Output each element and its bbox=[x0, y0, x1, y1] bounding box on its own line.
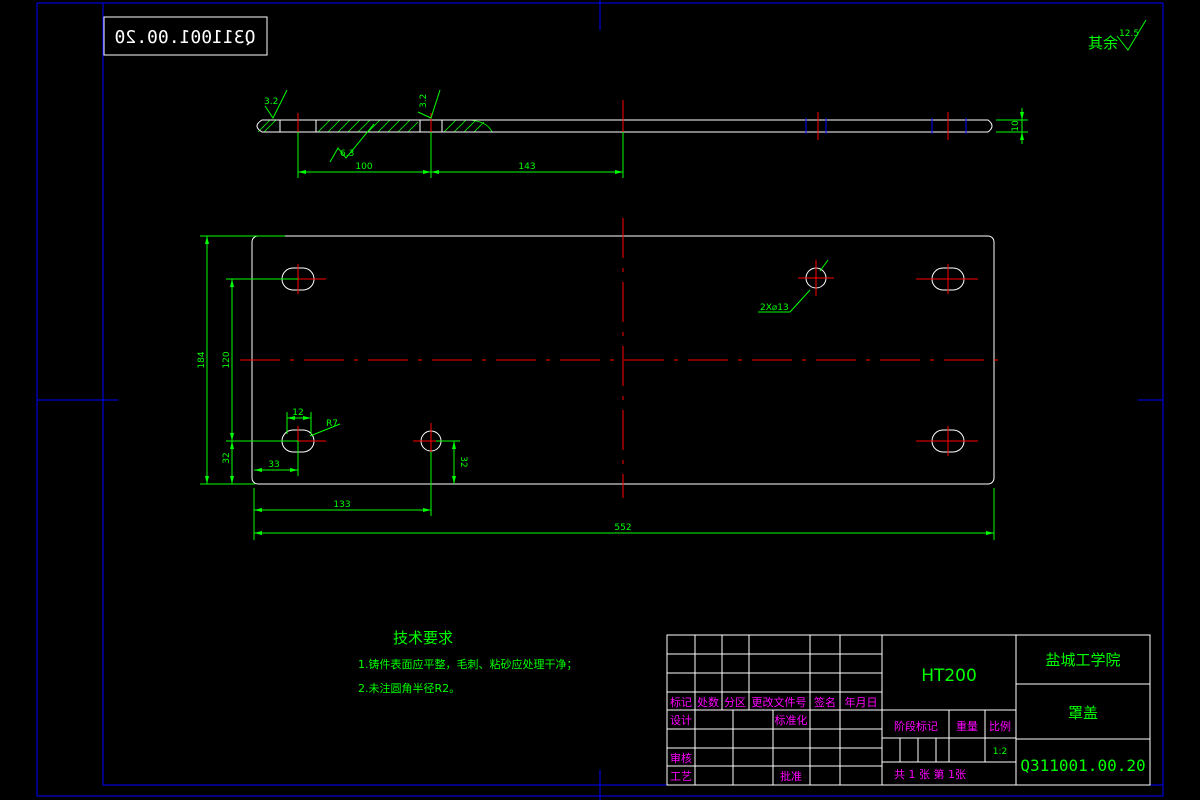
tb-standardization: 标准化 bbox=[775, 713, 808, 727]
tb-review: 审核 bbox=[670, 751, 692, 765]
plan-view-dimensions bbox=[200, 235, 995, 540]
roughness-bottom-label: 6.3 bbox=[340, 149, 354, 159]
dim-184: 184 bbox=[197, 351, 207, 368]
dim-r7: R7 bbox=[326, 419, 338, 429]
tb-header-mark: 标记 bbox=[670, 695, 692, 709]
dim-12: 12 bbox=[292, 408, 303, 418]
tb-process: 工艺 bbox=[670, 770, 692, 783]
plan-view: 184 120 32 33 12 R7 133 32 552 2X⌀13 bbox=[197, 218, 1006, 540]
tech-requirement-1: 1.铸件表面应平整，毛刺、粘砂应处理干净； bbox=[358, 657, 578, 671]
tb-weight: 重量 bbox=[956, 719, 978, 733]
side-view-hidden-holes bbox=[805, 118, 967, 134]
tb-material: HT200 bbox=[921, 666, 977, 686]
roughness-left-label: 3.2 bbox=[264, 97, 278, 107]
side-view-outline bbox=[256, 119, 993, 133]
tb-scale: 比例 bbox=[989, 719, 1011, 733]
side-view-dimensions bbox=[297, 108, 1028, 178]
dim-thickness: 10 bbox=[1011, 120, 1021, 132]
tech-requirement-2: 2.未注圆角半径R2。 bbox=[358, 681, 460, 695]
frame-center-marks bbox=[37, 0, 1163, 800]
drawing-number-box bbox=[103, 16, 268, 56]
dim-32-left: 32 bbox=[222, 452, 232, 463]
tb-header-signature: 签名 bbox=[814, 695, 836, 709]
tb-header-date: 年月日 bbox=[845, 695, 878, 709]
surface-finish-label: 其余 bbox=[1088, 34, 1118, 52]
dim-133: 133 bbox=[333, 500, 350, 510]
dim-32-right: 32 bbox=[458, 456, 468, 467]
title-block bbox=[666, 634, 1151, 786]
roughness-symbol-bottom bbox=[329, 123, 375, 163]
tb-stage-mark: 阶段标记 bbox=[894, 719, 938, 733]
roughness-symbol-mid bbox=[417, 89, 441, 119]
dim-33: 33 bbox=[268, 460, 279, 470]
drawing-number-mirrored: Q311001.00.20 bbox=[115, 27, 256, 48]
tb-approve: 批准 bbox=[780, 769, 802, 783]
tb-header-change-doc: 更改文件号 bbox=[752, 695, 807, 709]
tb-header-count: 处数 bbox=[697, 696, 719, 709]
dim-143: 143 bbox=[518, 162, 535, 172]
section-hatch bbox=[257, 119, 493, 133]
tb-part-name: 罩盖 bbox=[1068, 704, 1098, 722]
inner-border bbox=[102, 2, 1164, 786]
tb-school: 盐城工学院 bbox=[1045, 651, 1120, 669]
plan-view-centerlines bbox=[240, 218, 1006, 498]
surface-finish-symbol bbox=[1116, 19, 1147, 51]
dim-120: 120 bbox=[222, 351, 232, 368]
tb-sheets: 共 1 张 第 1张 bbox=[894, 767, 966, 781]
roughness-symbol-left bbox=[264, 89, 288, 119]
dim-552: 552 bbox=[614, 523, 631, 533]
hole-callout: 2X⌀13 bbox=[760, 303, 789, 313]
tb-design: 设计 bbox=[670, 714, 692, 727]
tb-scale-value: 1:2 bbox=[993, 747, 1007, 757]
tech-requirements-title: 技术要求 bbox=[393, 629, 453, 647]
side-view: 3.2 3.2 6.3 100 bbox=[256, 89, 1028, 178]
tb-drawing-number: Q311001.00.20 bbox=[1020, 756, 1145, 775]
roughness-mid-label: 3.2 bbox=[419, 94, 429, 108]
dim-100: 100 bbox=[355, 162, 372, 172]
tb-header-zone: 分区 bbox=[724, 696, 746, 709]
surface-finish-value: 12.5 bbox=[1119, 29, 1139, 39]
